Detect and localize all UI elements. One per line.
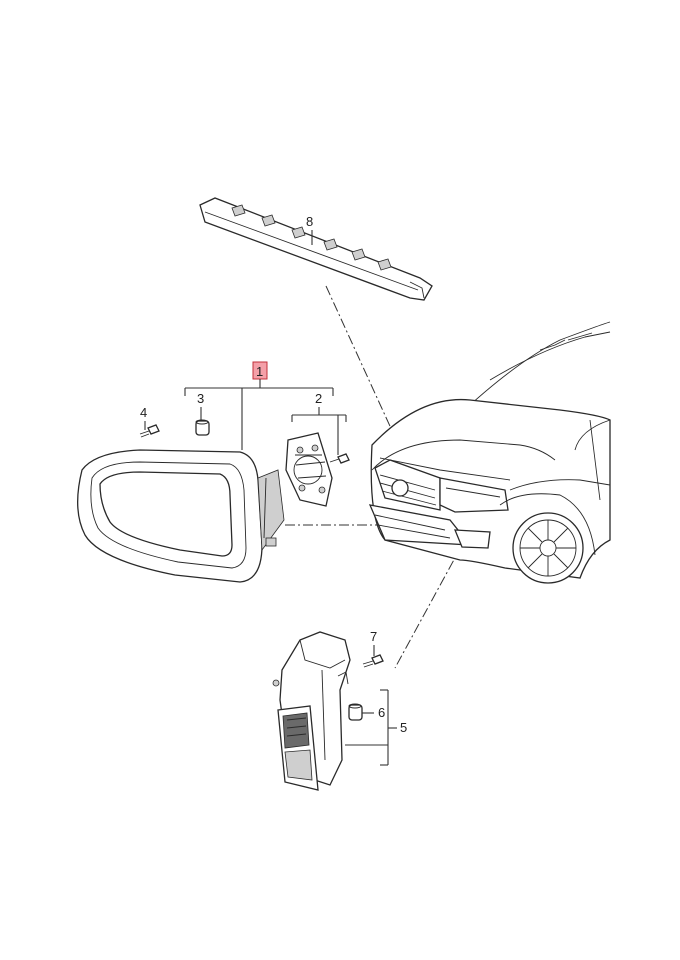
bracket-5 [345, 689, 397, 766]
callout-8: 8 [306, 214, 313, 229]
part-5-turn-signal-housing[interactable] [272, 631, 351, 791]
callout-4: 4 [140, 405, 147, 420]
part-1-mirror-housing[interactable] [77, 449, 285, 583]
part-3-plug[interactable] [195, 419, 210, 436]
vehicle-front-illustration [368, 321, 611, 584]
callout-5: 5 [400, 720, 407, 735]
part-2-adjustment-plate[interactable] [285, 432, 333, 507]
callout-2: 2 [315, 391, 322, 406]
callout-6: 6 [378, 705, 385, 720]
callout-1[interactable]: 1 [256, 364, 263, 379]
part-2-screw[interactable] [329, 453, 350, 464]
part-7-screw[interactable] [362, 654, 384, 668]
part-4-screw[interactable] [139, 424, 160, 438]
callout-3: 3 [197, 391, 204, 406]
bracket-2 [291, 407, 347, 455]
part-8-strip[interactable] [199, 197, 433, 301]
callout-7: 7 [370, 629, 377, 644]
bracket-1 [184, 379, 334, 450]
dash-line-car-5 [394, 544, 463, 669]
part-6-plug[interactable] [348, 703, 363, 721]
